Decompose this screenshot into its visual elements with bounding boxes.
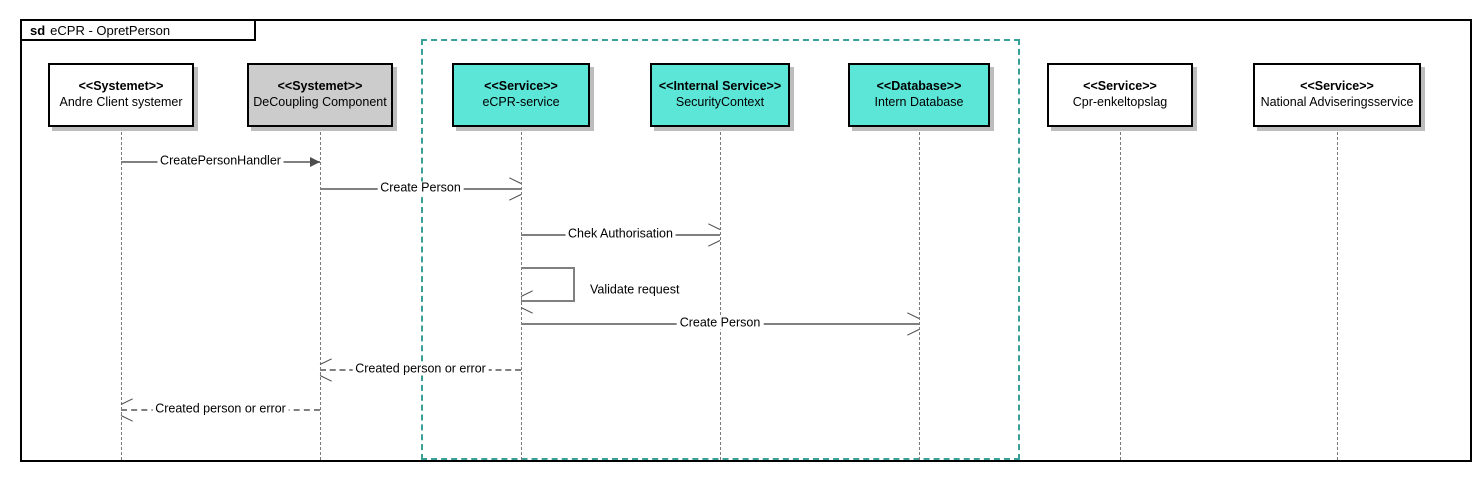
msg-create-person-1-label: Create Person — [377, 181, 464, 194]
lifeline-national-adviseringsservice — [1337, 127, 1338, 460]
lifeline-securitycontext — [720, 127, 721, 460]
lifeline-name: Andre Client systemer — [59, 95, 183, 109]
lifeline-name: National Adviseringsservice — [1260, 95, 1414, 109]
lifeline-andre-client-systemer — [121, 127, 122, 460]
msg-create-person-1-arrowhead-icon — [508, 183, 520, 195]
msg-chek-authorisation-label: Chek Authorisation — [565, 227, 676, 240]
msg-createpersonhandler-arrowhead-icon — [310, 157, 320, 167]
msg-return-1-label: Created person or error — [352, 362, 489, 375]
lifeline-stereotype: <<Systemet>> — [78, 79, 164, 94]
lifeline-stereotype: <<Service>> — [1300, 79, 1374, 94]
frame-title: eCPR - OpretPerson — [50, 22, 171, 38]
msg-validate-request-loop[interactable] — [521, 267, 575, 302]
msg-create-person-2-label: Create Person — [676, 316, 764, 329]
lifeline-head-cpr-enkeltopslag[interactable]: <<Service>>Cpr-enkeltopslag — [1047, 63, 1193, 127]
lifeline-head-andre-client-systemer[interactable]: <<Systemet>>Andre Client systemer — [48, 63, 194, 127]
lifeline-decoupling-component — [320, 127, 321, 460]
lifeline-cpr-enkeltopslag — [1120, 127, 1121, 460]
msg-createpersonhandler-label: CreatePersonHandler — [157, 154, 284, 167]
lifeline-name: Intern Database — [874, 95, 964, 109]
lifeline-stereotype: <<Service>> — [484, 79, 558, 94]
lifeline-head-intern-database[interactable]: <<Database>>Intern Database — [848, 63, 990, 127]
lifeline-name: Cpr-enkeltopslag — [1072, 95, 1168, 109]
frame-title-tab: sd eCPR - OpretPerson — [20, 19, 256, 41]
lifeline-name: DeCoupling Component — [253, 95, 387, 109]
lifeline-stereotype: <<Database>> — [876, 79, 962, 94]
lifeline-stereotype: <<Service>> — [1083, 79, 1157, 94]
lifeline-intern-database — [919, 127, 920, 460]
lifeline-head-national-adviseringsservice[interactable]: <<Service>>National Adviseringsservice — [1253, 63, 1421, 127]
msg-validate-request-arrowhead-icon — [521, 296, 533, 308]
lifeline-stereotype: <<Internal Service>> — [658, 79, 782, 94]
lifeline-head-ecpr-service[interactable]: <<Service>>eCPR-service — [452, 63, 590, 127]
msg-create-person-2-arrowhead-icon — [906, 318, 918, 330]
msg-validate-request-label: Validate request — [587, 283, 683, 296]
lifeline-name: eCPR-service — [482, 95, 560, 109]
lifeline-name: SecurityContext — [675, 95, 765, 109]
msg-return-2-arrowhead-icon — [121, 404, 133, 416]
lifeline-stereotype: <<Systemet>> — [277, 79, 363, 94]
frame-keyword: sd — [30, 22, 46, 38]
msg-chek-authorisation-arrowhead-icon — [707, 229, 719, 241]
lifeline-head-securitycontext[interactable]: <<Internal Service>>SecurityContext — [650, 63, 790, 127]
msg-return-1-arrowhead-icon — [320, 364, 332, 376]
lifeline-head-decoupling-component[interactable]: <<Systemet>>DeCoupling Component — [247, 63, 393, 127]
msg-return-2-label: Created person or error — [152, 402, 289, 415]
sd-frame — [20, 19, 1472, 462]
lifeline-ecpr-service — [521, 127, 522, 460]
